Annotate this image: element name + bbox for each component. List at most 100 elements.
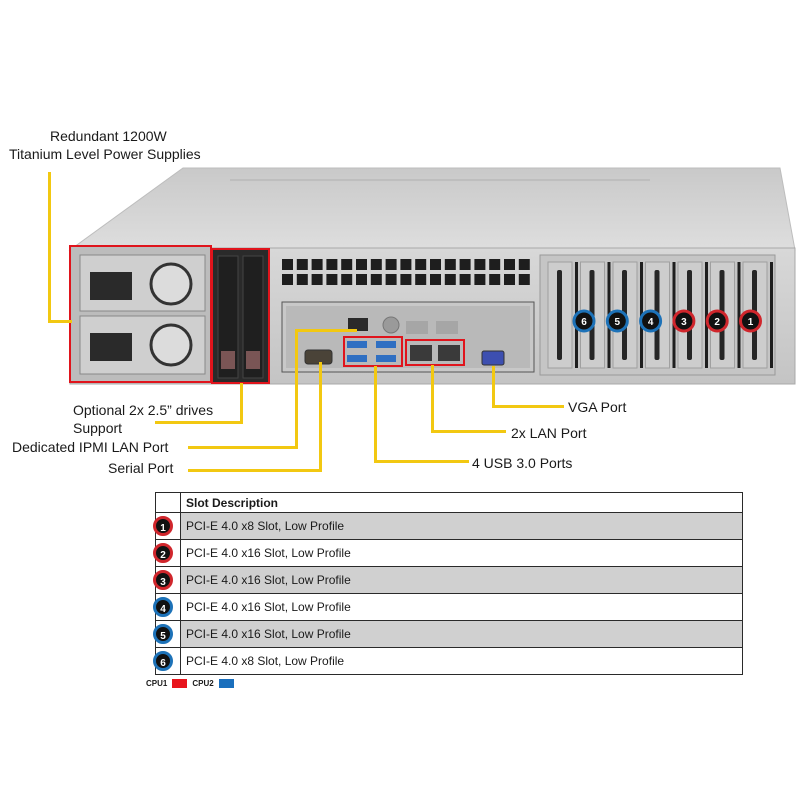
slot-badge-2: 2 (705, 309, 729, 333)
vent-hole (504, 259, 515, 270)
slot-badge-number: 6 (581, 317, 587, 328)
vent-hole (474, 274, 486, 285)
slot-number-badge: 6 (153, 651, 173, 671)
vent-hole (400, 259, 412, 270)
lan-port-upper-1 (406, 321, 428, 334)
slot-number-cell: 5 (153, 620, 181, 648)
vga-port[interactable] (481, 350, 505, 366)
vent-hole (282, 274, 293, 285)
fan-grill-icon (149, 323, 193, 367)
vent-hole (489, 259, 501, 270)
callout-line-psu-h (48, 320, 72, 323)
lan-highlight-box (405, 339, 465, 366)
vent-hole (282, 259, 293, 270)
drive-release-tab[interactable] (221, 351, 235, 369)
slot-badge-5: 5 (605, 309, 629, 333)
legend-label-cpu1: CPU1 (146, 679, 168, 688)
ipmi-lan-port[interactable] (348, 318, 368, 331)
callout-line-vga-v (492, 366, 495, 408)
slot-description: PCI-E 4.0 x16 Slot, Low Profile (180, 620, 743, 648)
slot-description: PCI-E 4.0 x8 Slot, Low Profile (180, 647, 743, 675)
vent-hole (504, 274, 515, 285)
pcie-bracket-gap (672, 262, 676, 368)
vent-hole (489, 274, 501, 285)
vent-hole (400, 274, 412, 285)
slot-number-badge: 1 (153, 516, 173, 536)
lan-port-2[interactable] (438, 345, 460, 361)
serial-port[interactable] (304, 349, 333, 365)
vent-hole (311, 274, 323, 285)
vent-grid (282, 259, 530, 285)
callout-line-drives-v (240, 383, 243, 423)
pcie-bracket-gap (705, 262, 708, 368)
slot-badge-number: 5 (615, 317, 621, 328)
table-header-description: Slot Description (180, 492, 743, 513)
slot-description: PCI-E 4.0 x16 Slot, Low Profile (180, 593, 743, 621)
callout-line-ipmi-v (295, 329, 298, 449)
vent-hole (370, 259, 382, 270)
slot-badge-6: 6 (572, 309, 596, 333)
vent-hole (326, 259, 338, 270)
vent-hole (415, 259, 427, 270)
callout-line-usb-h (374, 460, 469, 463)
uid-button[interactable] (382, 316, 400, 334)
callout-line-psu-v (48, 172, 51, 322)
callout-line-ipmi-h2 (188, 446, 298, 449)
slot-number-cell: 3 (153, 566, 181, 594)
drive-bay-2[interactable] (242, 255, 264, 379)
vent-hole (356, 274, 367, 285)
lan-port-upper-2 (436, 321, 458, 334)
label-lan: 2x LAN Port (511, 425, 587, 441)
legend-label-cpu2: CPU2 (192, 679, 214, 688)
slot-badge-1: 1 (739, 309, 762, 333)
vent-hole (518, 274, 530, 285)
slot-number-cell: 6 (153, 647, 181, 675)
slot-badge-4: 4 (639, 309, 663, 333)
drive-bay-1[interactable] (217, 255, 239, 379)
usb-ports[interactable] (347, 341, 396, 362)
psu-1 (79, 254, 206, 312)
drive-release-tab[interactable] (246, 351, 260, 369)
pcie-bracket-gap (770, 262, 773, 368)
vent-hole (341, 259, 353, 270)
vent-hole (518, 259, 530, 270)
vent-hole (385, 274, 397, 285)
label-psu-line2: Titanium Level Power Supplies (9, 146, 201, 162)
callout-line-lan-h (431, 430, 506, 433)
power-inlet-icon (90, 272, 132, 300)
callout-line-drives-h (155, 421, 243, 424)
slot-number-badge: 5 (153, 624, 173, 644)
callout-line-serial-h (188, 469, 322, 472)
pcie-bracket-gap (737, 262, 741, 368)
vent-hole (370, 274, 382, 285)
label-drives-line2: Support (73, 420, 123, 436)
table-row: 5 PCI-E 4.0 x16 Slot, Low Profile (153, 620, 743, 648)
vent-hole (311, 259, 323, 270)
vent-hole (474, 259, 486, 270)
label-psu-line1: Redundant 1200W (50, 128, 167, 144)
lan-port-1[interactable] (410, 345, 432, 361)
table-row: 3 PCI-E 4.0 x16 Slot, Low Profile (153, 566, 743, 594)
slot-badge-3: 3 (672, 309, 696, 333)
table-row: 6 PCI-E 4.0 x8 Slot, Low Profile (153, 647, 743, 675)
legend-swatch-cpu2 (218, 679, 234, 688)
slot-number-badge: 3 (153, 570, 173, 590)
slot-number-cell: 4 (153, 593, 181, 621)
pcie-bracket-vent (557, 270, 562, 360)
callout-line-usb-v (374, 366, 377, 463)
cpu-legend: CPU1 CPU2 (146, 679, 234, 688)
slot-number-cell: 2 (153, 539, 181, 567)
slot-number-badge: 4 (153, 597, 173, 617)
slot-number-cell: 1 (153, 512, 181, 540)
vent-hole (326, 274, 338, 285)
vent-hole (444, 274, 456, 285)
slot-description: PCI-E 4.0 x16 Slot, Low Profile (180, 566, 743, 594)
usb-highlight-box (343, 336, 403, 367)
vent-hole (415, 274, 427, 285)
callout-line-vga-h (492, 405, 564, 408)
vent-hole (459, 259, 471, 270)
